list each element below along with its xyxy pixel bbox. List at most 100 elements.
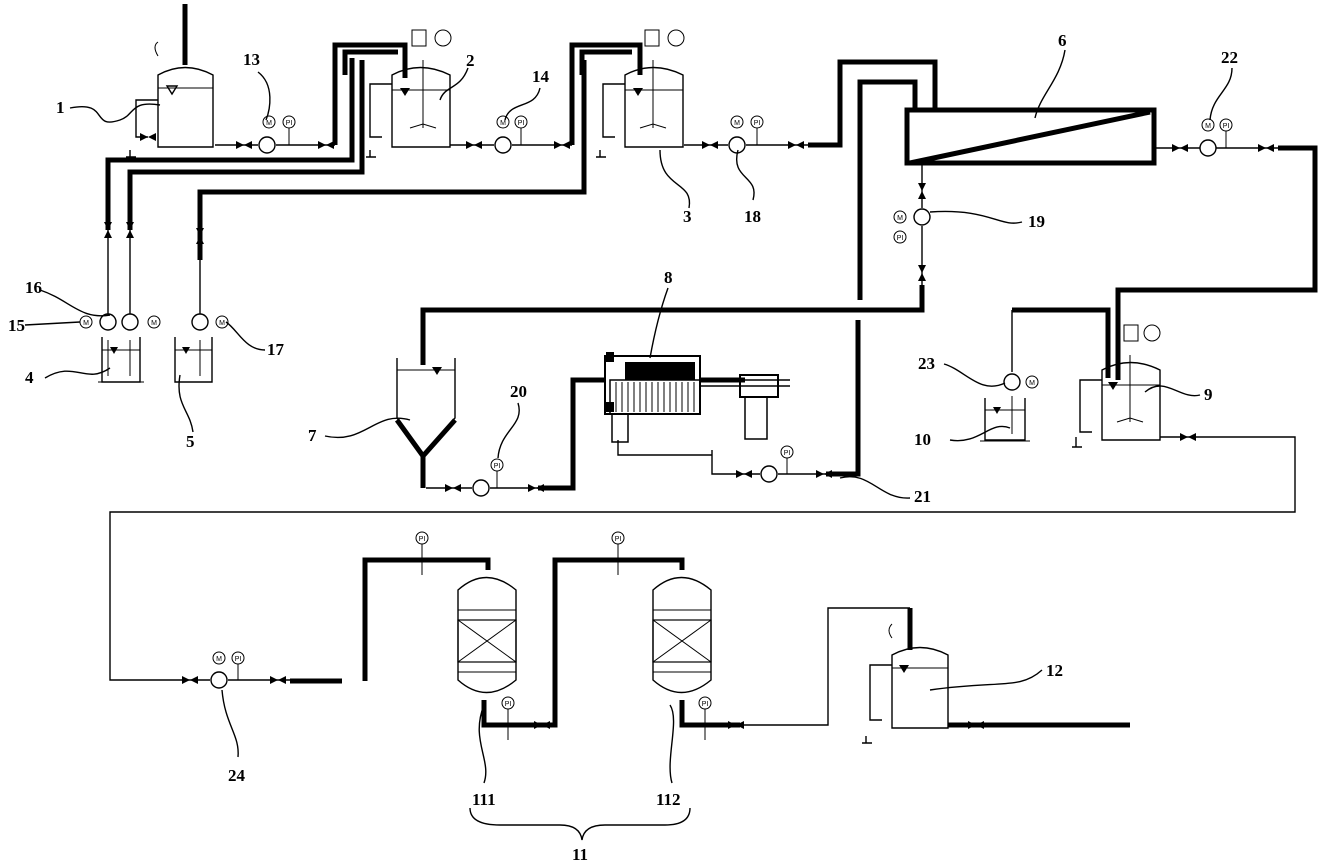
tank-4	[98, 337, 144, 383]
pump-24	[210, 671, 228, 689]
svg-text:PI: PI	[784, 450, 791, 457]
label-11: 11	[572, 845, 588, 864]
pump-17	[191, 313, 209, 331]
label-8: 8	[664, 268, 673, 287]
settler-7	[394, 358, 457, 488]
label-1: 1	[56, 98, 65, 117]
svg-text:PI: PI	[897, 235, 904, 242]
svg-text:M: M	[83, 320, 89, 327]
pi-21: PI	[780, 445, 794, 474]
pi-24: PI	[231, 651, 245, 680]
pump-20	[472, 479, 490, 497]
motor-19: M	[893, 210, 907, 224]
svg-text:PI: PI	[702, 701, 709, 708]
pump-23	[1003, 373, 1021, 391]
label-111: 111	[472, 790, 496, 809]
motor-23: M	[1025, 375, 1039, 389]
svg-text:M: M	[266, 120, 272, 127]
motor-15: M	[79, 315, 93, 329]
motor-22: M	[1201, 118, 1215, 132]
label-19: 19	[1028, 212, 1045, 231]
label-20: 20	[510, 382, 527, 401]
valves	[104, 133, 1274, 729]
tank-1	[135, 41, 214, 148]
filter-press-8	[604, 352, 790, 443]
pi-112-top: PI	[611, 531, 625, 575]
pi-112-bottom: PI	[698, 696, 712, 740]
svg-text:PI: PI	[494, 463, 501, 470]
pi-14: PI	[514, 115, 528, 145]
motor-13: M	[262, 115, 276, 129]
svg-text:PI: PI	[754, 120, 761, 127]
svg-text:PI: PI	[419, 536, 426, 543]
pump-15	[99, 313, 117, 331]
label-4: 4	[25, 368, 34, 387]
instrument-boxes	[411, 29, 1161, 342]
motor-24: M	[212, 651, 226, 665]
svg-text:PI: PI	[518, 120, 525, 127]
motor-17: M	[215, 315, 229, 329]
label-3: 3	[683, 207, 692, 226]
motor-markers: M M M M M M M M M M	[79, 115, 1215, 665]
pi-22: PI	[1219, 118, 1233, 148]
pump-22	[1199, 139, 1217, 157]
thin-pipes	[107, 144, 1296, 744]
pump-13	[258, 136, 276, 154]
label-5: 5	[186, 432, 195, 451]
label-12: 12	[1046, 661, 1063, 680]
tank-5	[174, 337, 213, 383]
pi-13: PI	[282, 115, 296, 145]
tank-12	[869, 623, 949, 729]
label-23: 23	[918, 354, 935, 373]
label-21: 21	[914, 487, 931, 506]
motor-16: M	[147, 315, 161, 329]
label-13: 13	[243, 50, 260, 69]
svg-text:PI: PI	[1223, 123, 1230, 130]
svg-text:M: M	[216, 656, 222, 663]
pi-19: PI	[893, 230, 907, 244]
pressure-indicators: PI PI PI PI PI PI PI PI PI PI PI PI	[231, 115, 1233, 740]
column-112	[652, 576, 712, 694]
svg-text:PI: PI	[286, 120, 293, 127]
pump-14	[494, 136, 512, 154]
pi-18: PI	[750, 115, 764, 145]
svg-text:M: M	[219, 320, 225, 327]
number-labels: 1 2 3 4 5 6 7 8 9 10 11 12 13 14 15 16 1…	[8, 31, 1238, 864]
motor-18: M	[730, 115, 744, 129]
svg-text:M: M	[1205, 123, 1211, 130]
motor-14: M	[496, 115, 510, 129]
svg-text:PI: PI	[505, 701, 512, 708]
pump-21	[760, 465, 778, 483]
pumps	[99, 136, 1217, 689]
label-17: 17	[267, 340, 285, 359]
column-111	[457, 576, 517, 694]
pump-16	[121, 313, 139, 331]
svg-text:M: M	[500, 120, 506, 127]
label-24: 24	[228, 766, 246, 785]
svg-text:M: M	[1029, 380, 1035, 387]
svg-text:M: M	[734, 120, 740, 127]
pi-111-top: PI	[415, 531, 429, 575]
svg-text:M: M	[151, 320, 157, 327]
label-16: 16	[25, 278, 42, 297]
pi-20: PI	[490, 458, 504, 488]
leader-lines	[24, 49, 1233, 841]
label-6: 6	[1058, 31, 1067, 50]
tank-3	[602, 60, 684, 148]
label-112: 112	[656, 790, 681, 809]
pump-18	[728, 136, 746, 154]
label-15: 15	[8, 316, 25, 335]
label-10: 10	[914, 430, 931, 449]
label-2: 2	[466, 51, 475, 70]
svg-text:M: M	[897, 215, 903, 222]
label-22: 22	[1221, 48, 1238, 67]
pi-111-bottom: PI	[501, 696, 515, 740]
label-18: 18	[744, 207, 761, 226]
tank-9	[1079, 355, 1161, 441]
svg-text:PI: PI	[615, 536, 622, 543]
svg-text:PI: PI	[235, 656, 242, 663]
label-7: 7	[308, 426, 317, 445]
pump-19	[913, 208, 931, 226]
label-14: 14	[532, 67, 550, 86]
